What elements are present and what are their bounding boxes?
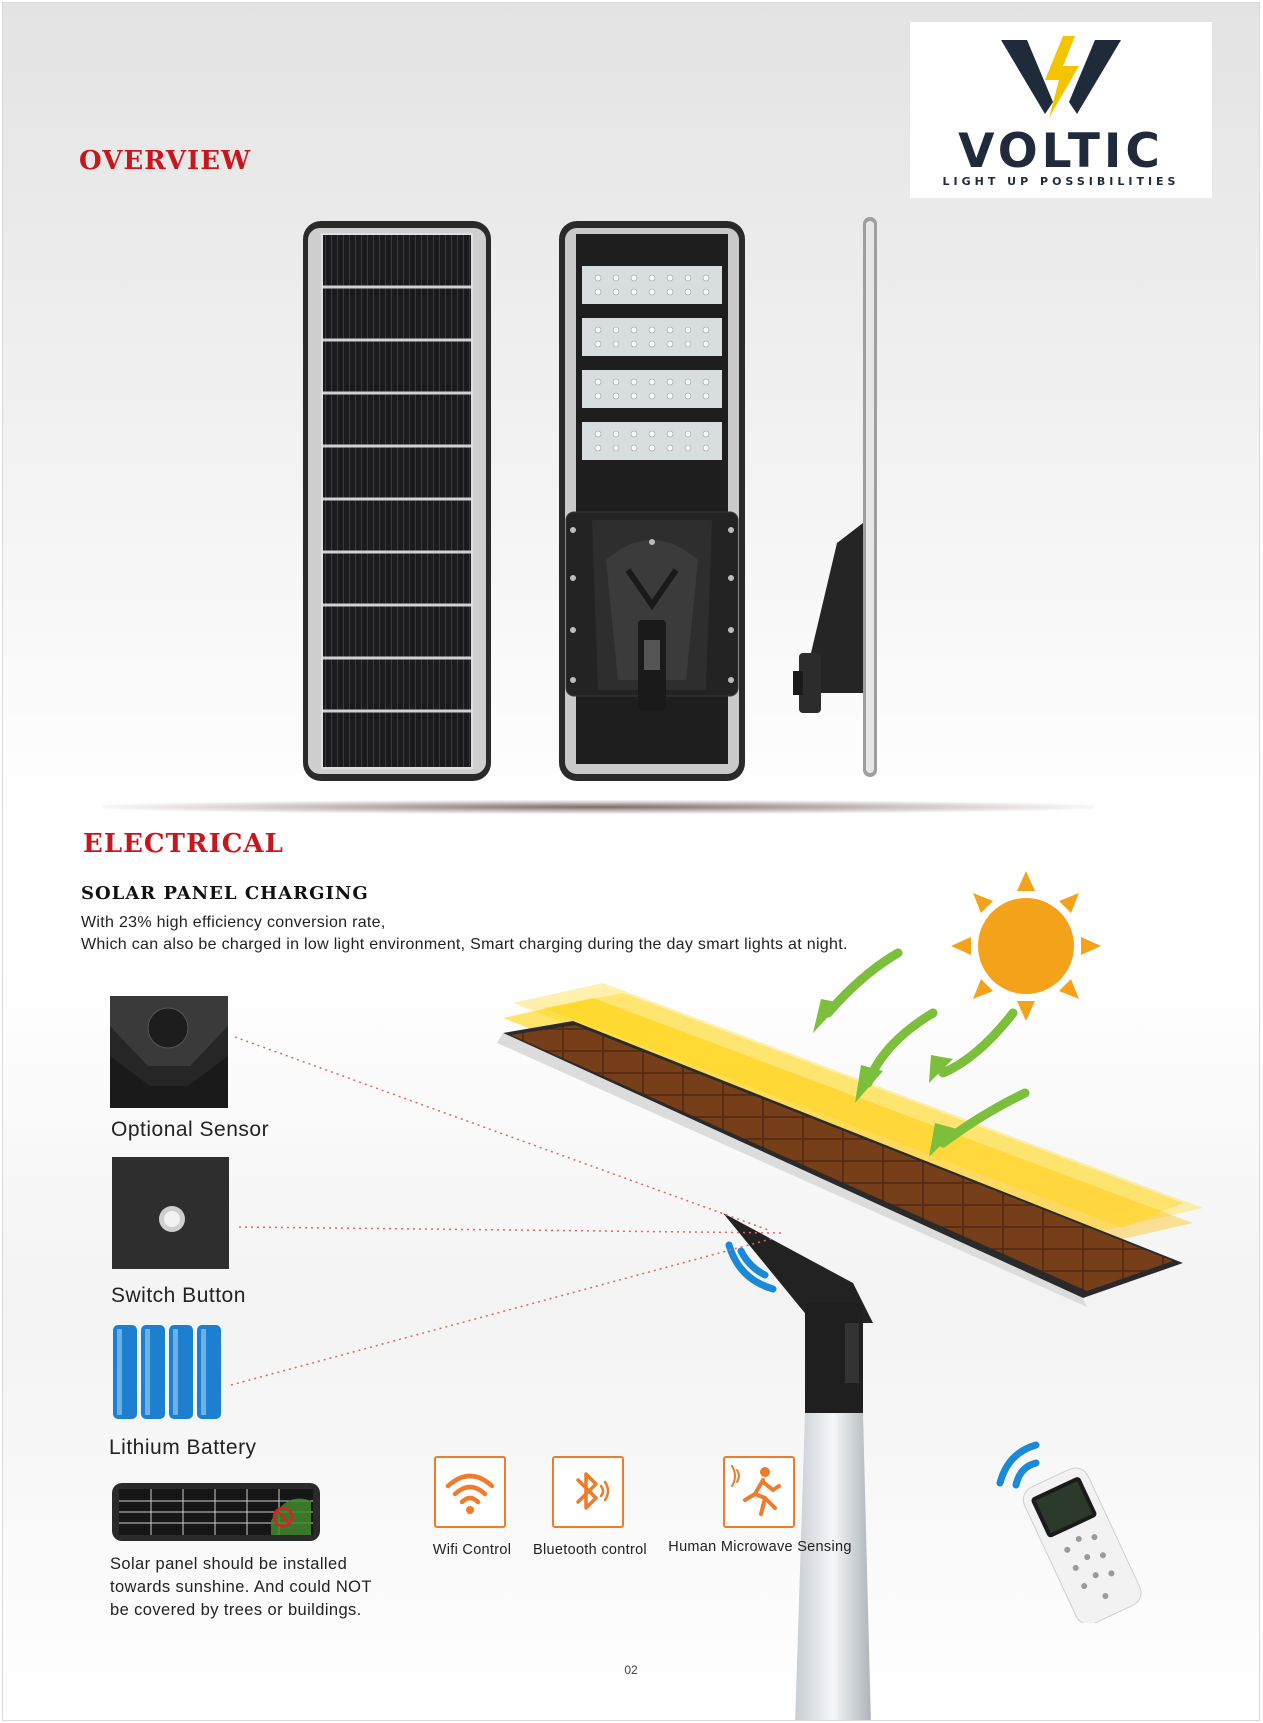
voltic-v-logo-icon — [1001, 36, 1121, 118]
lithium-battery-label: Lithium Battery — [109, 1436, 257, 1459]
lithium-battery-photo — [111, 1321, 225, 1421]
remote-control-icon — [996, 1441, 1142, 1623]
human-motion-icon — [731, 1465, 781, 1516]
bluetooth-icon — [576, 1472, 610, 1510]
overview-heading: OVERVIEW — [79, 146, 252, 176]
page-number: 02 — [624, 1663, 638, 1677]
battery-cells-icon — [113, 1325, 221, 1419]
human-sensing-feature-box — [723, 1456, 795, 1528]
switch-button-photo — [112, 1157, 229, 1269]
optional-sensor-label: Optional Sensor — [111, 1118, 270, 1141]
sensor-closeup-icon — [110, 996, 228, 1108]
switch-button-label: Switch Button — [111, 1284, 246, 1307]
sun-icon — [951, 871, 1101, 1021]
solar-charging-subheading: SOLAR PANEL CHARGING — [81, 883, 369, 904]
install-note-line-2: towards sunshine. And could NOT — [110, 1578, 372, 1596]
human-sensing-feature-label: Human Microwave Sensing — [668, 1539, 852, 1555]
back-view-led-modules — [559, 221, 745, 781]
install-note-line-1: Solar panel should be installed — [110, 1555, 348, 1573]
front-view-solar-panel — [303, 221, 491, 781]
wifi-feature-box — [434, 1456, 506, 1528]
electrical-heading: ELECTRICAL — [83, 829, 284, 859]
wifi-icon — [445, 1473, 495, 1514]
description-line-2: Which can also be charged in low light e… — [81, 936, 848, 953]
description-line-1: With 23% high efficiency conversion rate… — [81, 914, 386, 931]
bluetooth-feature-label: Bluetooth control — [533, 1542, 647, 1558]
switch-button-closeup-icon — [159, 1206, 185, 1232]
brand-name: VOLTIC — [958, 124, 1164, 179]
solar-street-light-illustration — [497, 983, 1203, 1720]
wifi-feature-label: Wifi Control — [432, 1542, 512, 1558]
brand-logo: VOLTIC LIGHT UP POSSIBILITIES — [910, 22, 1212, 198]
bluetooth-feature-box — [552, 1456, 624, 1528]
side-view-profile — [793, 217, 877, 777]
brand-tagline: LIGHT UP POSSIBILITIES — [942, 175, 1180, 188]
product-shadow — [103, 800, 1093, 814]
panel-obstruction-photo — [112, 1483, 320, 1541]
install-note-line-3: be covered by trees or buildings. — [110, 1601, 362, 1619]
optional-sensor-photo — [110, 996, 228, 1108]
sunlight-arrows-icon — [813, 948, 1030, 1157]
callout-leader-lines — [230, 1036, 784, 1386]
